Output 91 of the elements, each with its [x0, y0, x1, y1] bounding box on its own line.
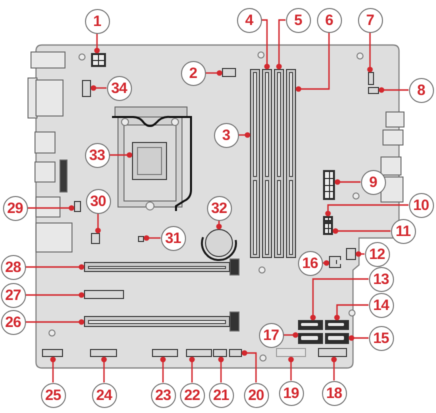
callout-number: 13 — [368, 266, 394, 292]
leader-line — [348, 335, 368, 341]
callout-number: 20 — [244, 382, 268, 408]
connector — [222, 68, 236, 77]
callout-number: 7 — [358, 8, 382, 32]
leader-line — [26, 264, 84, 270]
callout-number: 28 — [0, 254, 26, 280]
callout-number: 24 — [92, 382, 116, 408]
leader-line — [288, 356, 294, 380]
leader-line — [356, 251, 364, 257]
leader-line — [238, 132, 250, 138]
callout-number: 10 — [408, 192, 434, 218]
leader-line — [101, 356, 107, 382]
leader-line — [160, 356, 166, 382]
connector — [138, 236, 144, 242]
sata-connector — [325, 333, 349, 344]
callout-number: 27 — [0, 282, 26, 308]
leader-line — [284, 332, 298, 338]
leader-line — [189, 356, 195, 382]
leader-line — [334, 179, 360, 185]
leader-line — [206, 70, 222, 76]
pin-connector — [323, 216, 333, 222]
connector — [186, 349, 212, 357]
leader-line — [216, 220, 222, 230]
processor — [132, 142, 167, 180]
memory-slot — [286, 69, 296, 258]
callout-number: 26 — [0, 310, 26, 334]
leader-line — [378, 87, 408, 93]
connector — [42, 349, 63, 357]
leader-line — [50, 356, 56, 382]
connector — [229, 349, 242, 357]
leader-line — [325, 204, 408, 216]
callout-number: 12 — [364, 242, 390, 266]
leader-line — [331, 356, 337, 380]
callout-number: 19 — [278, 380, 304, 406]
callout-number: 25 — [40, 382, 66, 408]
leader-line — [94, 34, 100, 54]
callout-number: 5 — [286, 8, 310, 32]
pcie-slot — [84, 262, 230, 272]
callout-number: 8 — [408, 78, 434, 102]
connector — [276, 348, 306, 357]
leader-line — [242, 350, 257, 382]
leader-line — [95, 214, 101, 234]
connector — [82, 80, 91, 97]
connector — [346, 248, 356, 260]
connector — [152, 349, 178, 357]
leader-line — [262, 19, 270, 70]
connector — [329, 256, 341, 268]
callout-number: 22 — [180, 382, 204, 408]
sata-connector — [298, 320, 323, 330]
memory-slot — [274, 69, 284, 258]
leader-line — [28, 205, 74, 211]
pin-connector — [91, 53, 106, 67]
sata-connector — [298, 333, 323, 344]
leader-line — [26, 319, 84, 325]
memory-slot — [262, 69, 272, 258]
leader-line — [322, 260, 330, 266]
leader-line — [144, 235, 160, 241]
sata-connector — [325, 320, 349, 330]
callout-number: 15 — [368, 326, 394, 350]
callout-number: 29 — [2, 196, 28, 220]
leader-line — [334, 304, 368, 320]
pin-connector — [323, 170, 335, 200]
callout-number: 4 — [236, 8, 262, 32]
leader-line — [310, 278, 368, 320]
leader-line — [332, 228, 390, 234]
connector — [84, 290, 124, 299]
callout-number: 23 — [150, 382, 176, 408]
connector — [213, 349, 227, 357]
leader-line — [26, 292, 84, 298]
callout-number: 11 — [390, 218, 416, 244]
callout-number: 14 — [368, 292, 394, 318]
connector — [368, 72, 374, 85]
callout-number: 21 — [208, 382, 234, 408]
connector — [318, 348, 347, 357]
connector — [368, 87, 379, 94]
memory-slot — [250, 69, 260, 258]
callout-number: 6 — [316, 8, 342, 32]
pin-connector — [323, 222, 333, 235]
connector — [91, 233, 100, 244]
callout-number: 1 — [84, 8, 110, 34]
connector — [74, 201, 81, 212]
leader-line — [276, 19, 286, 70]
leader-line — [218, 356, 224, 382]
connector — [90, 349, 117, 357]
leader-line — [110, 152, 132, 158]
callout-number: 18 — [322, 380, 346, 406]
pcie-slot — [84, 316, 230, 327]
leader-line — [296, 32, 330, 92]
leader-line — [90, 85, 106, 91]
leader-line — [367, 32, 373, 72]
